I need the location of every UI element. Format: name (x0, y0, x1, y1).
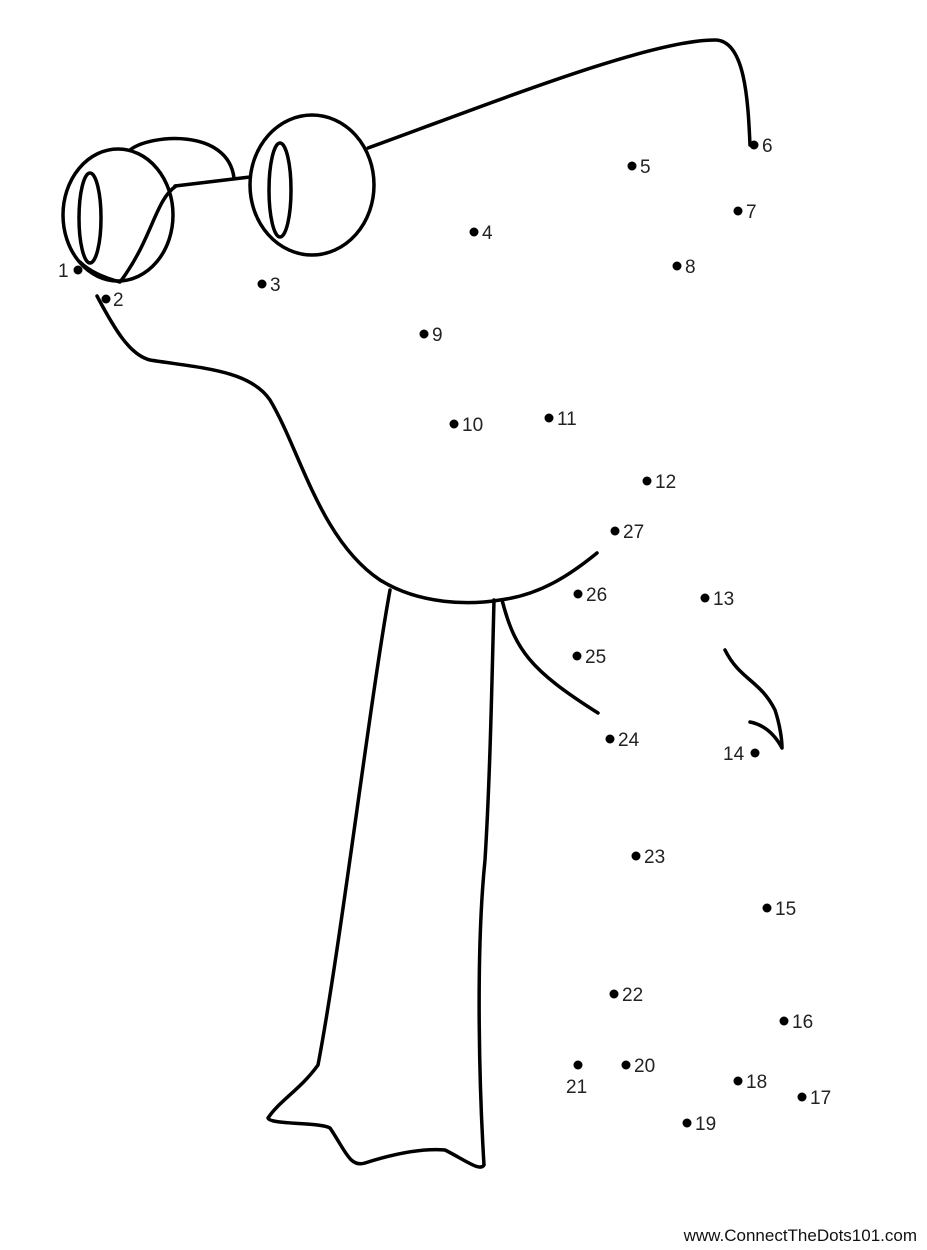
snout (78, 184, 178, 284)
dot-label: 8 (685, 257, 696, 278)
dot-11 (544, 413, 554, 423)
dot-label: 9 (432, 325, 443, 346)
dot-label: 17 (810, 1088, 831, 1109)
dot-label: 13 (713, 589, 734, 610)
brow (128, 136, 236, 180)
dot-1 (73, 265, 83, 275)
dot-label: 25 (585, 647, 606, 668)
site-credit: www.ConnectTheDots101.com (683, 1226, 917, 1245)
dot-label: 18 (746, 1072, 767, 1093)
dot-label: 10 (462, 415, 483, 436)
dot-20 (621, 1060, 631, 1070)
dot-22 (609, 989, 619, 999)
dot-3 (257, 279, 267, 289)
dot-label: 16 (792, 1012, 813, 1033)
dot-label: 23 (644, 847, 665, 868)
dot-4 (469, 227, 479, 237)
dot-9 (419, 329, 429, 339)
neck-outline (266, 588, 496, 1169)
dot-27 (610, 526, 620, 536)
dot-26 (573, 589, 583, 599)
dot-15 (762, 903, 772, 913)
dot-6 (749, 140, 759, 150)
dot-label: 7 (746, 202, 757, 223)
dot-label: 2 (113, 290, 124, 311)
dot-label: 12 (655, 472, 676, 493)
right-lens (248, 113, 376, 257)
dot-23 (631, 851, 641, 861)
dot-label: 24 (618, 730, 640, 751)
dot-24 (605, 734, 615, 744)
dot-label: 20 (634, 1056, 655, 1077)
dot-label: 26 (586, 585, 607, 606)
dot-label: 21 (566, 1077, 587, 1098)
dot-2 (101, 294, 111, 304)
right-lens-shine (267, 141, 293, 239)
dot-label: 11 (557, 409, 577, 430)
body-line (500, 598, 600, 715)
dot-16 (779, 1016, 789, 1026)
dot-14 (750, 748, 760, 758)
dot-8 (672, 261, 682, 271)
dot-label: 19 (695, 1114, 716, 1135)
dot-10 (449, 419, 459, 429)
dot-7 (733, 206, 743, 216)
dot-5 (627, 161, 637, 171)
left-lens-shine (77, 171, 103, 265)
dot-18 (733, 1076, 743, 1086)
dot-label: 27 (623, 522, 644, 543)
dot-19 (682, 1118, 692, 1128)
glasses-bridge (173, 175, 252, 188)
head-outline (95, 294, 599, 605)
dot-label: 6 (762, 136, 773, 157)
dot-label: 5 (640, 157, 651, 178)
dot-13 (700, 593, 710, 603)
glasses-temple (366, 38, 752, 150)
dot-label: 14 (723, 744, 745, 765)
dot-label: 3 (270, 275, 281, 296)
tail-line (723, 648, 784, 750)
dot-21 (573, 1060, 583, 1070)
dot-25 (572, 651, 582, 661)
dot-12 (642, 476, 652, 486)
dot-label: 4 (482, 223, 493, 244)
outline-drawing (61, 38, 784, 1169)
dot-17 (797, 1092, 807, 1102)
dot-label: 15 (775, 899, 796, 920)
dot-label: 22 (622, 985, 643, 1006)
dot-label: 1 (58, 261, 69, 282)
